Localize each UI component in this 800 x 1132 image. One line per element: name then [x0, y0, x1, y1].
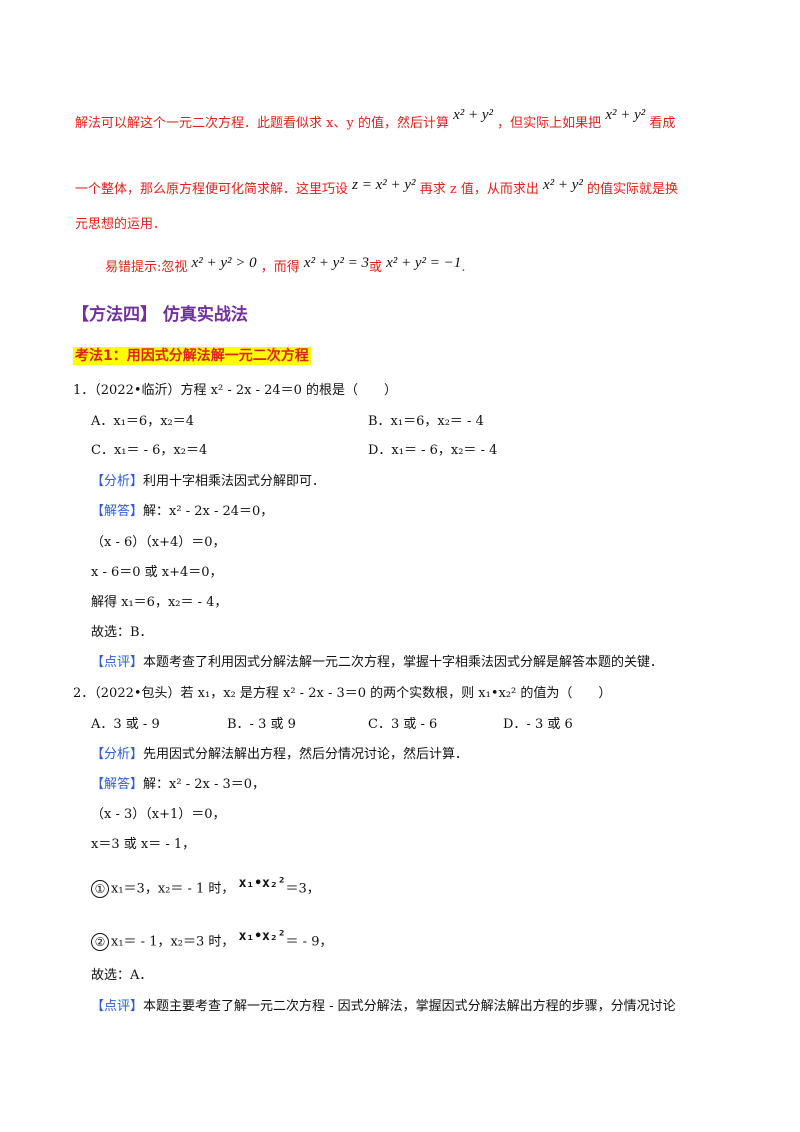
- solution-text: 解：x² - 2x - 3＝0，: [143, 777, 266, 792]
- q2-option-d: D．- 3 或 6: [503, 717, 573, 732]
- analysis-text: 先用因式分解法解出方程，然后分情况讨论，然后计算．: [143, 747, 469, 762]
- q1-analysis: 【分析】利用十字相乘法因式分解即可．: [91, 473, 325, 491]
- intro-text: 看成: [649, 116, 676, 131]
- q1-option-c: C．x₁＝ - 6，x₂＝4: [91, 443, 208, 458]
- q2-solution-step: x＝3 或 x＝ - 1，: [91, 837, 196, 852]
- q2-analysis: 【分析】先用因式分解法解出方程，然后分情况讨论，然后计算．: [91, 746, 468, 764]
- intro-line-3: 元思想的运用．: [75, 217, 167, 232]
- q1-solution: 【解答】解：x² - 2x - 24＝0，: [91, 503, 273, 521]
- case-result: ＝ - 9，: [285, 934, 333, 950]
- solution-tag: 【解答】: [91, 777, 144, 792]
- intro-text: 解法可以解这个一元二次方程．此题看似求 x、y 的值，然后计算: [75, 116, 449, 131]
- q1-solution-step: （x - 6）（x+4）＝0，: [91, 535, 226, 550]
- intro-text: ，但实际上如果把: [497, 116, 602, 131]
- case-text: x₁＝ - 1，x₂＝3 时，: [111, 934, 235, 950]
- q1-stem: 1．（2022•临沂）方程 x² - 2x - 24＝0 的根是（ ）: [73, 383, 398, 398]
- error-tip: 易错提示:忽视 x² + y² > 0 ，而得 x² + y² = 3或 x² …: [105, 255, 466, 277]
- q2-option-c: C．3 或 - 6: [368, 717, 438, 732]
- math-expression: x₁•x₂²: [238, 928, 286, 944]
- circled-number: ①: [91, 880, 109, 898]
- intro-text: 再求 z 值，从而求出: [419, 182, 539, 197]
- intro-line-2: 一个整体，那么原方程便可化简求解．这里巧设 z = x² + y² 再求 z 值…: [75, 177, 679, 199]
- case-text: x₁＝3，x₂＝ - 1 时，: [111, 881, 235, 897]
- comment-tag: 【点评】: [91, 999, 144, 1014]
- tip-label: 易错提示:: [105, 260, 162, 275]
- method-highlight: 考法1：用因式分解法解一元二次方程: [73, 347, 311, 366]
- q1-solution-step: 解得 x₁＝6，x₂＝ - 4，: [91, 595, 228, 610]
- math-expression: x₁•x₂²: [238, 875, 286, 891]
- q2-solution: 【解答】解：x² - 2x - 3＝0，: [91, 776, 265, 794]
- q1-option-a: A．x₁＝6，x₂＝4: [91, 414, 195, 429]
- comment-text: 本题主要考查了解一元二次方程 - 因式分解法，掌握因式分解法解出方程的步骤，分情…: [143, 999, 676, 1014]
- q2-option-b: B．- 3 或 9: [227, 717, 296, 732]
- comment-text: 本题考查了利用因式分解法解一元二次方程，掌握十字相乘法因式分解是解答本题的关键．: [143, 655, 664, 670]
- q2-answer: 故选：A．: [91, 968, 153, 983]
- intro-text: 的值实际就是换: [587, 182, 679, 197]
- circled-number: ②: [91, 933, 109, 951]
- case-result: ＝3，: [285, 881, 320, 897]
- q2-solution-step: （x - 3）（x+1）＝0，: [91, 807, 226, 822]
- q1-option-d: D．x₁＝ - 6，x₂＝ - 4: [368, 443, 498, 458]
- math-expression: x² + y² = 3: [303, 255, 369, 271]
- solution-tag: 【解答】: [91, 504, 144, 519]
- math-expression: x² + y²: [605, 107, 646, 123]
- q1-option-b: B．x₁＝6，x₂＝ - 4: [368, 414, 484, 429]
- q1-answer: 故选：B．: [91, 625, 153, 640]
- section-title: 【方法四】 仿真实战法: [72, 305, 248, 325]
- tip-text: 忽视: [161, 260, 188, 275]
- tip-text: 或: [368, 260, 382, 275]
- analysis-text: 利用十字相乘法因式分解即可．: [143, 474, 326, 489]
- q1-comment: 【点评】本题考查了利用因式分解法解一元二次方程，掌握十字相乘法因式分解是解答本题…: [91, 654, 663, 672]
- math-expression: x² + y²: [453, 107, 494, 123]
- intro-line-1: 解法可以解这个一元二次方程．此题看似求 x、y 的值，然后计算 x² + y² …: [75, 107, 676, 133]
- highlight-text: 考法1：用因式分解法解一元二次方程: [73, 347, 311, 365]
- q2-option-a: A．3 或 - 9: [91, 717, 160, 732]
- math-expression: z = x² + y²: [352, 177, 416, 193]
- intro-text: 一个整体，那么原方程便可化简求解．这里巧设: [75, 182, 349, 197]
- math-expression: x² + y²: [542, 177, 583, 193]
- analysis-tag: 【分析】: [91, 747, 144, 762]
- q2-stem: 2．（2022•包头）若 x₁，x₂ 是方程 x² - 2x - 3＝0 的两个…: [73, 686, 612, 701]
- math-expression: x² + y² > 0: [191, 255, 257, 271]
- solution-text: 解：x² - 2x - 24＝0，: [143, 504, 274, 519]
- tip-text: ，而得: [260, 260, 300, 275]
- comment-tag: 【点评】: [91, 655, 144, 670]
- q2-comment: 【点评】本题主要考查了解一元二次方程 - 因式分解法，掌握因式分解法解出方程的步…: [91, 998, 676, 1016]
- tip-text: .: [461, 260, 466, 275]
- q1-solution-step: x - 6＝0 或 x+4＝0，: [91, 565, 223, 580]
- analysis-tag: 【分析】: [91, 474, 144, 489]
- math-expression: x² + y² = −1: [386, 255, 462, 271]
